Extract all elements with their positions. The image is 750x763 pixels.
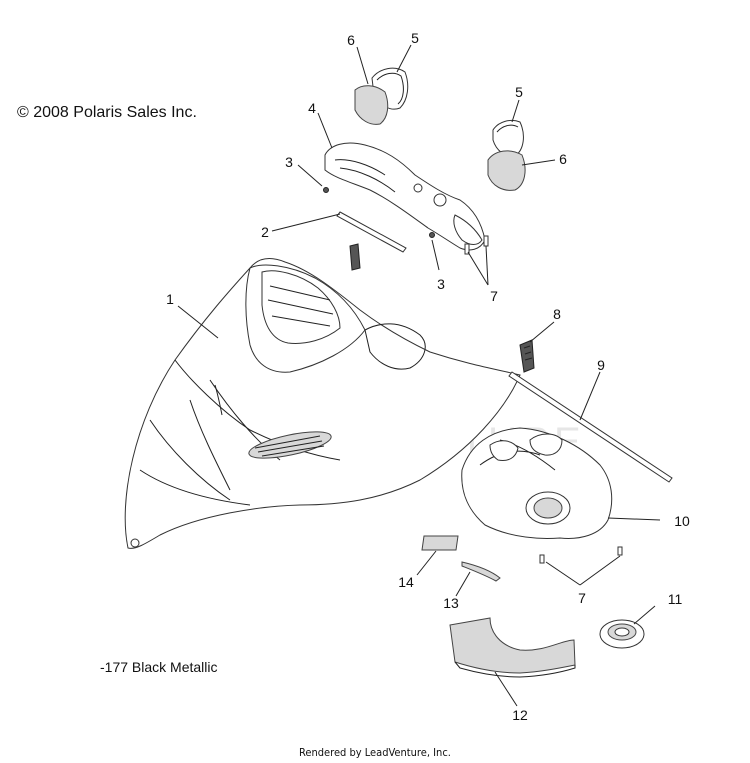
color-variant-note: -177 Black Metallic [100, 659, 218, 675]
copyright-text: © 2008 Polaris Sales Inc. [17, 104, 197, 121]
callout-numbers: 1 2 3 3 4 5 5 6 6 7 7 8 9 10 11 12 13 14 [166, 30, 690, 723]
part-trim-rod[interactable] [508, 371, 673, 483]
part-dash-bracket[interactable] [324, 142, 486, 251]
part-clips-lower[interactable] [539, 546, 623, 564]
rendered-by-footer: Rendered by LeadVenture, Inc. [299, 746, 451, 759]
part-handle[interactable] [519, 339, 535, 373]
callout-2: 2 [261, 224, 269, 240]
callout-14: 14 [398, 574, 414, 590]
callout-6-upper: 6 [347, 32, 355, 48]
part-screw-upper[interactable] [323, 187, 329, 193]
part-decal-small[interactable] [461, 561, 501, 582]
part-gauge-lens-right[interactable] [487, 150, 526, 191]
callout-8: 8 [553, 306, 561, 322]
callout-1: 1 [166, 291, 174, 307]
callout-4: 4 [308, 100, 316, 116]
part-insulation-pad[interactable] [449, 617, 576, 678]
callout-9: 9 [597, 357, 605, 373]
part-decal-large[interactable] [421, 535, 459, 551]
part-gauge-lens-upper[interactable] [354, 85, 389, 125]
part-grommet[interactable] [599, 619, 645, 649]
part-latch-small[interactable] [349, 243, 361, 271]
leader-lines [177, 44, 661, 707]
callout-7-lower: 7 [578, 590, 586, 606]
part-inner-console[interactable] [461, 427, 613, 539]
callout-12: 12 [512, 707, 528, 723]
callout-11: 11 [668, 591, 683, 607]
callout-6-right: 6 [559, 151, 567, 167]
part-trim-strip[interactable] [336, 211, 407, 253]
callout-3-lower: 3 [437, 276, 445, 292]
part-gauge-bezel-right[interactable] [492, 119, 524, 157]
callout-7-upper: 7 [490, 288, 498, 304]
callout-3-upper: 3 [285, 154, 293, 170]
part-hood[interactable] [124, 258, 521, 549]
callout-13: 13 [443, 595, 459, 611]
part-screw-lower[interactable] [429, 232, 435, 238]
callout-5-upper: 5 [411, 30, 419, 46]
callout-10: 10 [674, 513, 690, 529]
callout-5-right: 5 [515, 84, 523, 100]
